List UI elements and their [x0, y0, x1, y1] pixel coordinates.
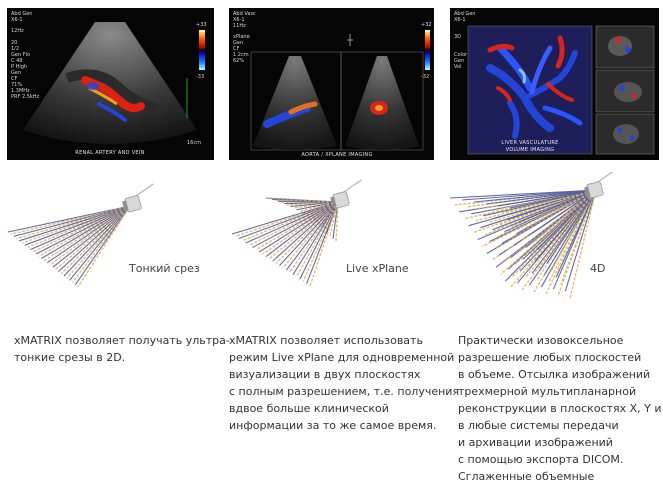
transducer-probe-icon	[328, 180, 367, 209]
svg-text:11Hz: 11Hz	[233, 23, 246, 29]
svg-text:Vol: Vol	[454, 64, 461, 70]
image-caption-line1: LIVER VASCULATURE	[501, 140, 558, 146]
left-plane-fan	[253, 56, 337, 150]
image-caption: AORTA / XPLANE IMAGING	[301, 152, 372, 158]
diagram-label-live-xplane: Live xPlane	[346, 262, 409, 275]
diagram-label-4d: 4D	[590, 262, 605, 275]
svg-text:-33: -33	[196, 74, 204, 80]
description-4d: Практически изовоксельное разрешение люб…	[458, 332, 660, 485]
svg-text:+32: +32	[421, 22, 432, 28]
image-caption-line2: VOLUME IMAGING	[506, 147, 555, 153]
transducer-probe-icon	[120, 184, 159, 213]
column-thin-slice: Abd Gen X6-1 12Hz 20 1/2 Gen Flo C 48 P …	[0, 0, 215, 477]
ultrasound-image-aorta-xplane: Abd Vasc X6-1 11Hz xPlane Gen CF 1 2cm 6…	[229, 8, 434, 160]
transducer-probe-icon	[582, 172, 621, 199]
svg-text:3D: 3D	[454, 34, 461, 40]
diagram-label-thin-slice: Тонкий срез	[129, 262, 200, 275]
live-xplane-diagram	[226, 172, 436, 312]
column-4d: Abd Gen X6-1 3D Color Gen Vol LIVER VASC…	[446, 0, 661, 477]
svg-text:X6-1: X6-1	[11, 17, 23, 23]
svg-text:16cm: 16cm	[187, 140, 201, 146]
4d-diagram	[446, 172, 661, 320]
ultrasound-image-renal: Abd Gen X6-1 12Hz 20 1/2 Gen Flo C 48 P …	[7, 8, 214, 160]
svg-text:X6-1: X6-1	[454, 17, 466, 23]
xplane-beams-a	[232, 202, 338, 286]
description-thin-slice: xMATRIX позволяет получать ультра- тонки…	[14, 332, 212, 366]
svg-text:-32: -32	[421, 74, 429, 80]
svg-text:PRF 2.5kHz: PRF 2.5kHz	[11, 94, 40, 100]
color-scale-bar	[199, 30, 205, 70]
image-caption: RENAL ARTERY AND VEIN	[75, 150, 144, 156]
description-live-xplane: xMATRIX позволяет использовать режим Liv…	[229, 332, 439, 434]
ultrasound-image-liver-volume: Abd Gen X6-1 3D Color Gen Vol LIVER VASC…	[450, 8, 659, 160]
thin-slice-beams	[8, 206, 130, 287]
column-live-xplane: Abd Vasc X6-1 11Hz xPlane Gen CF 1 2cm 6…	[224, 0, 439, 477]
svg-text:62%: 62%	[233, 58, 244, 64]
color-scale-bar	[425, 30, 430, 70]
svg-text:12Hz: 12Hz	[11, 28, 24, 34]
svg-text:+33: +33	[196, 22, 207, 28]
thin-slice-diagram	[6, 172, 206, 312]
